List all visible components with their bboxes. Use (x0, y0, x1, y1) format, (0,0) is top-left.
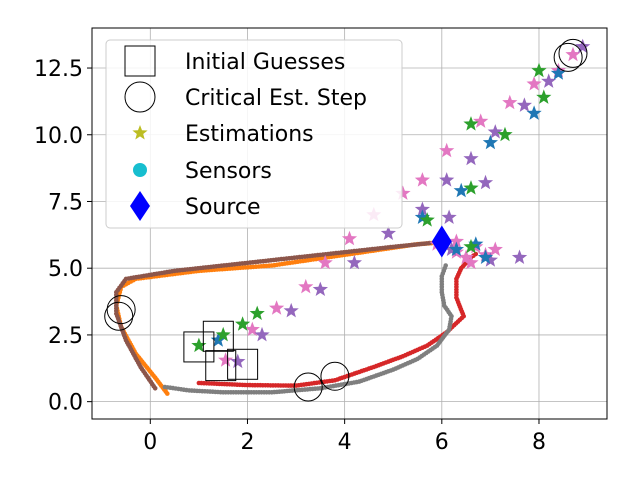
y-tick-label: 2.5 (48, 324, 83, 349)
initial-guess-square (227, 348, 259, 380)
estimation-star (453, 182, 469, 198)
estimation-star (298, 278, 314, 294)
estimation-star (487, 241, 503, 256)
axis-ticks: 0 2 4 6 8 0.0 2.5 5.0 7.5 10.0 12.5 (34, 57, 546, 455)
estimation-star (458, 249, 474, 264)
estimation-star (463, 150, 479, 166)
legend-diamond-icon (130, 191, 150, 221)
critical-step-circle (558, 38, 588, 68)
estimation-star (463, 116, 479, 131)
estimation-star (487, 124, 503, 139)
legend-circle-icon (124, 81, 156, 113)
initial-guess-square (183, 331, 215, 363)
estimation-star (254, 326, 270, 342)
critical-step-circle (106, 295, 136, 325)
estimation-star (516, 97, 532, 112)
estimation-star (249, 305, 265, 320)
legend-box (105, 39, 403, 229)
legend-square-icon (124, 45, 156, 77)
legend-label: Sensors (185, 159, 272, 184)
estimation-star (218, 352, 234, 367)
estimation-star (511, 249, 528, 264)
estimation-star (419, 212, 435, 227)
estimation-star (395, 185, 411, 200)
estimation-star (317, 254, 333, 270)
estimation-star (497, 126, 513, 142)
estimation-star (526, 76, 542, 91)
x-tick-label: 4 (338, 430, 352, 455)
estimation-star (565, 46, 581, 62)
critical-step-circle (320, 361, 350, 391)
y-tick-label: 12.5 (34, 57, 83, 82)
legend-star-icon (132, 125, 148, 140)
estimation-star (473, 113, 489, 128)
critical-step-circle (104, 301, 134, 331)
estimation-star (191, 337, 207, 353)
legend-dot-icon (133, 163, 147, 177)
initial-guess-square (202, 320, 234, 352)
critical-step-circle (553, 42, 583, 72)
estimation-star (380, 225, 396, 240)
sensor-trajectories (114, 240, 479, 396)
sensor-path-point (443, 263, 449, 268)
x-tick-label: 0 (143, 430, 157, 455)
estimation-star (482, 134, 498, 150)
estimation-star (531, 62, 547, 78)
estimation-star (215, 326, 231, 342)
estimation-star (244, 321, 260, 337)
estimation-star (346, 254, 362, 270)
estimation-star (536, 89, 552, 104)
estimation-star (477, 249, 494, 264)
initial-guess-markers (183, 320, 259, 382)
initial-guess-square (205, 350, 237, 382)
x-tick-label: 8 (532, 430, 546, 455)
estimation-star (283, 302, 299, 318)
sensor-path-point (473, 251, 479, 257)
estimation-star (269, 300, 285, 315)
y-tick-label: 5.0 (48, 257, 83, 282)
estimation-star (477, 174, 494, 190)
estimation-star (526, 105, 542, 120)
y-tick-label: 7.5 (48, 190, 83, 215)
estimation-star (463, 254, 479, 270)
estimation-star (441, 209, 457, 224)
estimation-star (541, 73, 557, 88)
legend-label: Initial Guesses (185, 50, 345, 75)
source-diamond (431, 225, 452, 258)
estimation-star (414, 201, 430, 216)
legend-label: Source (185, 195, 261, 220)
legend-label: Estimations (185, 122, 314, 147)
source-marker-group (431, 225, 452, 258)
critical-step-markers (104, 38, 588, 402)
estimation-star (502, 94, 518, 110)
estimation-star (341, 230, 358, 246)
estimation-star (482, 252, 498, 267)
critical-step-circle (293, 372, 323, 402)
estimation-star (230, 353, 246, 369)
y-tick-label: 0.0 (48, 391, 83, 416)
estimation-star (414, 172, 430, 187)
estimation-star (414, 209, 430, 224)
legend-label: Critical Est. Step (185, 86, 367, 111)
estimation-star (468, 236, 484, 251)
estimation-star (448, 241, 464, 256)
estimation-star (235, 316, 251, 331)
estimation-star (448, 233, 464, 248)
y-tick-label: 10.0 (34, 124, 83, 149)
estimation-star (439, 142, 455, 158)
estimation-star (550, 65, 566, 80)
plot-frame (91, 27, 608, 420)
estimation-star (463, 180, 479, 195)
x-tick-label: 6 (435, 430, 449, 455)
estimation-star (312, 281, 328, 296)
estimation-star (210, 332, 226, 347)
estimation-star (463, 238, 479, 254)
estimation-markers (191, 38, 591, 369)
estimation-star (439, 172, 455, 187)
estimation-star (575, 38, 591, 54)
x-tick-label: 2 (240, 430, 254, 455)
